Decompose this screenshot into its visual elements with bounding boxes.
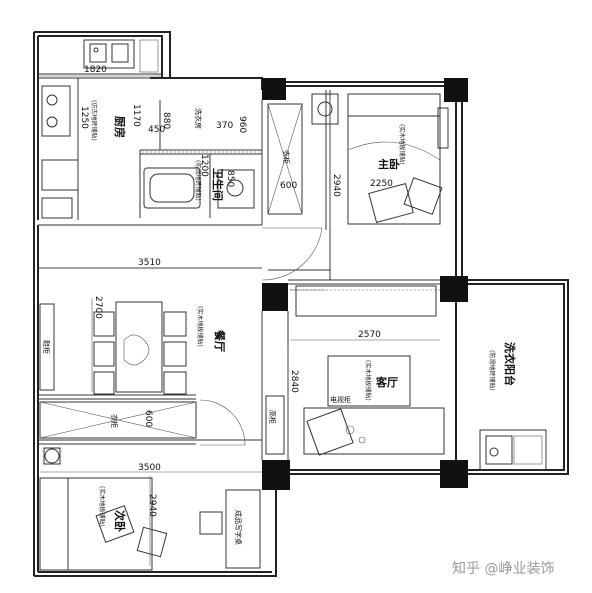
dining-furniture xyxy=(39,301,187,395)
second-bedroom-furniture xyxy=(39,401,261,571)
dim-2570: 2570 xyxy=(358,330,381,340)
note-kitchen: (仿古地砖铺贴) xyxy=(90,100,98,141)
room-master-bedroom-label: 主卧 xyxy=(378,157,400,171)
wardrobe-label: 衣柜 xyxy=(110,414,119,428)
dim-1200: 1200 xyxy=(199,154,209,177)
note-second: (实木地板铺贴) xyxy=(98,486,106,527)
note-bathroom: (防滑地砖铺贴) xyxy=(194,160,202,201)
kitchen-fixtures xyxy=(41,39,159,219)
note-balcony: (防滑地砖铺贴) xyxy=(488,350,496,391)
wardrobe-2-label: 衣柜 xyxy=(282,150,291,164)
room-labels: 厨房 卫生间 主卧 餐厅 客厅 洗衣阳台 次卧 洗衣房 xyxy=(113,108,517,532)
dim-2840: 2840 xyxy=(289,370,299,393)
room-living-label: 客厅 xyxy=(375,375,398,389)
room-bathroom-label: 卫生间 xyxy=(211,168,225,201)
note-master: (实木地板铺贴) xyxy=(398,124,406,165)
dim-450: 450 xyxy=(148,125,165,135)
tall-cabinet-label: 高柜 xyxy=(268,410,277,424)
note-dining: (实木地板铺贴) xyxy=(196,306,204,347)
bathroom-fixtures xyxy=(143,93,339,215)
note-living: (实木地板铺贴) xyxy=(364,360,372,401)
balcony-fixtures xyxy=(479,429,547,471)
dim-850: 850 xyxy=(225,170,235,187)
dim-3510: 3510 xyxy=(138,258,161,268)
dimension-labels: 1820 1250 1170 450 880 370 960 1200 850 … xyxy=(79,65,393,517)
dim-600-bath: 600 xyxy=(280,181,297,191)
room-balcony-label: 洗衣阳台 xyxy=(503,342,517,386)
desk-label: 成品写字桌 xyxy=(234,510,243,545)
outer-walls xyxy=(33,31,569,577)
floor-notes: (仿古地砖铺贴) (防滑地砖铺贴) (实木地板铺贴) (实木地板铺贴) (实木地… xyxy=(90,100,496,527)
dim-600-wardrobe: 600 xyxy=(143,410,153,427)
dim-1250: 1250 xyxy=(79,106,89,129)
dim-2700: 2700 xyxy=(93,296,103,319)
dim-370: 370 xyxy=(216,121,233,131)
room-kitchen-label: 厨房 xyxy=(113,116,127,138)
living-furniture xyxy=(265,285,445,456)
dim-880: 880 xyxy=(161,112,171,129)
room-laundry-label: 洗衣房 xyxy=(194,108,203,129)
watermark: 知乎 @峥业装饰 xyxy=(452,561,555,577)
tv-cabinet-label: 电视柜 xyxy=(330,395,351,404)
room-dining-label: 餐厅 xyxy=(213,329,227,352)
dim-2940-second: 2940 xyxy=(147,494,157,517)
dim-1820: 1820 xyxy=(84,65,107,75)
dim-2940-master: 2940 xyxy=(331,174,341,197)
dim-3500: 3500 xyxy=(138,463,161,473)
dimension-lines xyxy=(38,75,440,566)
structural-columns xyxy=(262,78,468,490)
dim-2250: 2250 xyxy=(370,179,393,189)
room-second-bedroom-label: 次卧 xyxy=(113,510,127,532)
shoe-cabinet-label: 鞋柜 xyxy=(42,340,51,354)
fixture-labels: 鞋柜 衣柜 衣柜 高柜 电视柜 成品写字桌 xyxy=(42,150,351,545)
dim-1170: 1170 xyxy=(131,104,141,127)
master-bedroom-furniture xyxy=(347,93,449,225)
dim-960: 960 xyxy=(237,116,247,133)
